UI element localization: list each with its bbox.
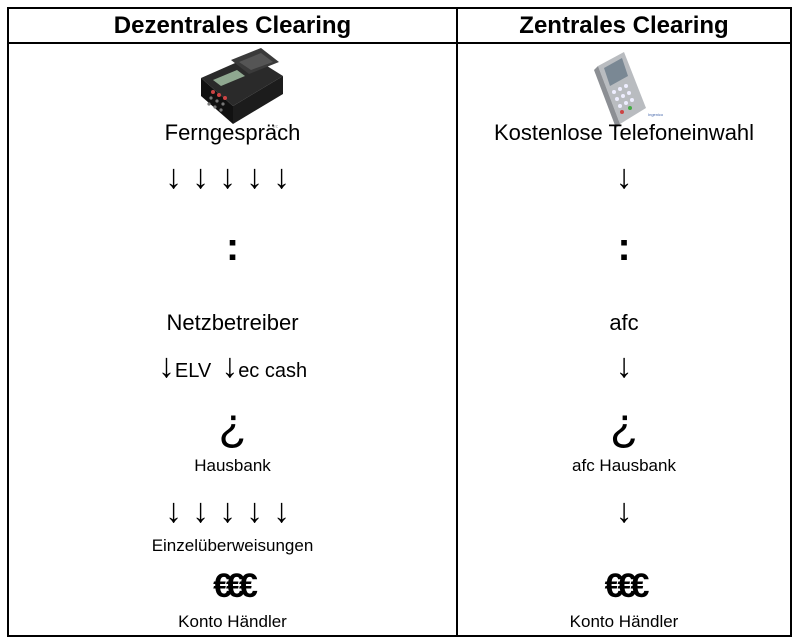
central-clearing-header: Zentrales Clearing — [519, 11, 729, 39]
step-merchant-account: Konto Händler — [178, 612, 287, 631]
arrow-down-2: ↓ — [615, 347, 633, 385]
step-afc: afc — [609, 310, 639, 335]
euro-symbols-right: €€€ — [604, 567, 650, 605]
five-arrows-down: ↓↓↓↓↓ — [165, 158, 300, 196]
card-terminal-printer-image: ec — [201, 48, 283, 130]
clearing-comparison-table: Dezentrales Clearing ec Ferngespräch ↓↓↓… — [7, 7, 792, 637]
card-terminal-handheld-image: Ingenico — [594, 52, 664, 128]
decentral-clearing-header: Dezentrales Clearing — [113, 11, 352, 39]
step-network-operator: Netzbetreiber — [166, 310, 299, 335]
five-arrows-down-2: ↓↓↓↓↓ — [165, 492, 300, 530]
step-free-dial-in: Kostenlose Telefoneinwahl — [493, 120, 755, 145]
step-house-bank: Hausbank — [194, 456, 271, 475]
ec-cash-label: ec cash — [238, 360, 308, 382]
decentral-clearing-column: Dezentrales Clearing ec Ferngespräch ↓↓↓… — [9, 9, 456, 635]
euro-symbols: €€€ — [213, 567, 258, 605]
hook-symbol: ¿ — [218, 398, 247, 450]
central-clearing-column: Zentrales Clearing Ingenico Kostenlose T… — [458, 9, 790, 635]
continuation-colon: : — [225, 225, 240, 269]
svg-text:Ingenico: Ingenico — [648, 112, 664, 117]
step-single-transfers: Einzelüberweisungen — [151, 536, 314, 555]
svg-text:ec: ec — [273, 124, 279, 130]
elv-arrow-down: ↓ — [157, 347, 175, 385]
continuation-colon-right: : — [617, 225, 631, 269]
arrow-down-3: ↓ — [615, 492, 633, 530]
elv-label: ELV — [174, 360, 212, 382]
step-long-distance-call: Ferngespräch — [164, 120, 301, 145]
step-merchant-account-right: Konto Händler — [569, 612, 679, 631]
ec-cash-arrow-down: ↓ — [221, 347, 239, 385]
step-afc-house-bank: afc Hausbank — [572, 456, 676, 475]
ec-cash-path: ↓ ec cash — [221, 349, 307, 383]
column-divider — [456, 9, 458, 635]
header-divider — [9, 42, 790, 44]
arrow-down-1: ↓ — [615, 158, 633, 196]
elv-path: ↓ ELV — [158, 349, 211, 383]
hook-symbol-right: ¿ — [609, 398, 639, 450]
payment-methods-row: ↓ ELV ↓ ec cash — [9, 349, 456, 383]
